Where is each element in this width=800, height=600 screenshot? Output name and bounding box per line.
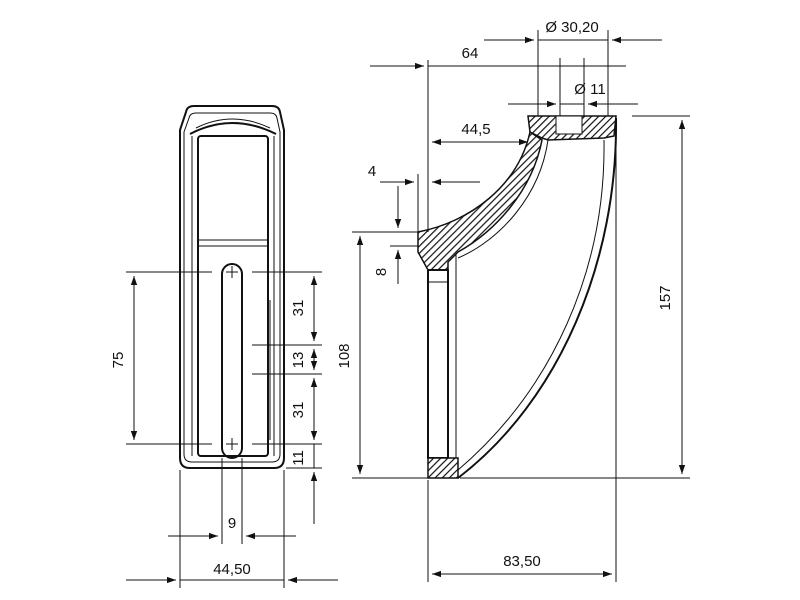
dim-44-5-label: 44,5 xyxy=(461,121,490,138)
side-inner-curve xyxy=(457,139,605,471)
front-outer-outline xyxy=(179,105,285,469)
dim-4-label: 4 xyxy=(368,163,376,180)
side-outer-curve xyxy=(457,117,618,479)
dim-11-label: 11 xyxy=(290,450,307,466)
side-view: 64 Ø 30,20 Ø 11 44,5 4 8 108 xyxy=(336,19,690,582)
dim-11-dia-label: Ø 11 xyxy=(574,81,605,98)
front-inner-panel xyxy=(197,135,269,457)
dim-44-50-label: 44,50 xyxy=(213,561,251,578)
dim-9-label: 9 xyxy=(228,515,236,532)
side-arm-inner-edge xyxy=(457,139,549,259)
front-view: 75 31 13 31 11 9 44,50 xyxy=(110,105,338,588)
dim-30-20-label: Ø 30,20 xyxy=(545,19,598,36)
dim-83-50-label: 83,50 xyxy=(503,553,541,570)
front-top-cap xyxy=(189,122,277,135)
dim-8-label: 8 xyxy=(373,268,390,276)
side-cap-hole xyxy=(555,115,583,135)
front-mounting-slot xyxy=(221,263,243,459)
front-inner-outline xyxy=(183,112,281,463)
dim-157-label: 157 xyxy=(657,285,674,310)
side-bottom-section xyxy=(427,457,459,479)
dim-13-label: 13 xyxy=(290,352,307,369)
dim-31-top-label: 31 xyxy=(290,300,307,317)
screw-top-icon xyxy=(226,266,238,278)
front-top-cap-inner xyxy=(195,118,271,129)
dim-108-label: 108 xyxy=(336,343,353,368)
screw-bottom-icon xyxy=(226,438,238,450)
side-arm-section xyxy=(417,130,543,271)
dim-75-label: 75 xyxy=(110,352,127,369)
side-wall-plate xyxy=(427,269,449,459)
dim-31-lower-label: 31 xyxy=(290,402,307,419)
dim-64-label: 64 xyxy=(462,45,479,62)
